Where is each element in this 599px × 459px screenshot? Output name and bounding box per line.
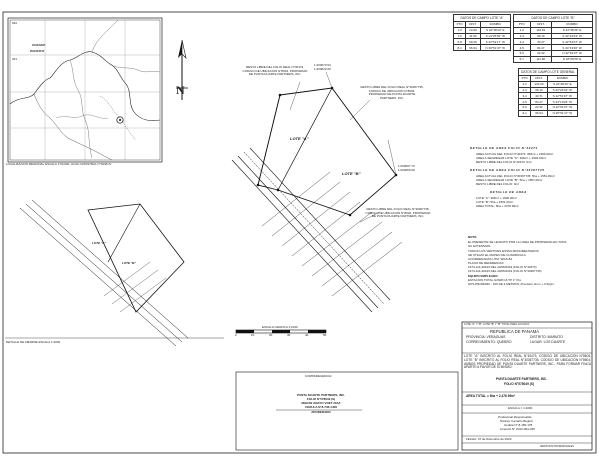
sheet-border <box>2 11 597 454</box>
signatory-line: APODERADO <box>311 410 331 414</box>
scale-tick: 50 <box>323 333 327 337</box>
scale-bar <box>235 329 327 334</box>
note-line: SE UTILIZO EL MAPEO DE CUADRICULA <box>468 253 526 257</box>
surveyor-line: Licencia N° 2013-094-039 <box>500 427 535 431</box>
lot-outline-general <box>257 87 397 216</box>
district-label: DISTRITO: MARIATO <box>530 335 563 339</box>
signatory-line: CEDULA N°8-736-1409 <box>305 405 337 409</box>
main-plan <box>231 71 403 313</box>
detail-caption: DETALLE DE AMARRE ESCALA 1:2000 <box>6 340 61 344</box>
note-line: ESTACION TOTAL GOWIN Z-TP 1" Pro. <box>468 278 522 282</box>
lot-a-label: LOTE "A" <box>290 136 309 141</box>
owner-name: PUNTA DUARTE PARTNERS, INC. <box>496 377 548 381</box>
notes-title: NOTA: <box>468 235 478 239</box>
lugar-label: LUGAR: LOS DUARTE <box>530 340 566 344</box>
scale-tick: 20 <box>269 333 273 337</box>
project-location-marker <box>116 116 124 124</box>
area-total-label: AREA TOTAL = 6ha + 2,476.99m² <box>466 394 516 398</box>
note-line: TODOS LOS VERTICES ESTAN MONUMENTADOS <box>468 249 539 253</box>
note-line: GPS PROMARK : 100 DE 3 METROS, Precision… <box>468 282 554 286</box>
surveyor-line: Profesional Responsable: <box>498 415 533 419</box>
north-arrow-icon <box>176 39 188 100</box>
signatory-line: PUNTA DUARTE PARTNERS, INC. <box>296 393 346 397</box>
province-label: PROVINCIA: VERAGUAS <box>466 335 506 339</box>
plan-date: FECHA: 07 de Diciembre de 2020 <box>466 437 512 441</box>
area-a-line: RESTO LIBRE DEL FOLIO N°40473: 0m² <box>476 160 532 164</box>
area-b-title: DETALLE DE AREA FOLIO N°30367735 <box>470 168 545 172</box>
neighbor-note: RESTO LIBRE DEL FOLIO REAL N°30367735, C… <box>360 85 424 100</box>
area-total-line: LOTE "A": 366m² + 1906.00m² <box>476 196 517 200</box>
owner-folio: FOLIO N°578049 (S) <box>504 382 534 386</box>
neighbor-note: RESTO LIBRE DEL FOLIO REAL N°30367735, C… <box>365 207 431 219</box>
neighbor-note: RESTO LIBRE DEL FOLIO REAL N°40473, CODI… <box>242 65 308 77</box>
inset-map-caption: LOCALIZACION REGIONAL ESCALA 1:50,000, H… <box>6 162 112 166</box>
title-block-top-line: LOTE "A" Y "B", LOTE "B" Y "B" TOTAL PAR… <box>464 323 530 326</box>
area-b-line: AREA A SEGREGAR LOTE "B": 5ha + 1551.00m… <box>476 178 543 182</box>
field-table-general-caption: DATOS DE CAMPO LOTE GENERAL <box>518 68 578 75</box>
scale-bar-label: ESCALA GRAFICA 1:1000 <box>262 325 298 329</box>
inset-map <box>7 17 163 163</box>
detail-amarre <box>5 199 224 347</box>
area-total-title: DETALLE DE AREA <box>490 190 527 194</box>
note-line: COORDENADAS UTM: WGS-84 <box>468 257 513 261</box>
detail-lot-a-label: LOTE "A" <box>92 241 106 245</box>
area-a-line: AREA ACTUAL DEL FOLIO N°40473: 366m² + 1… <box>476 152 554 156</box>
footer-label: SERVICIOS PROFESIONALES <box>540 445 574 448</box>
corregimiento-label: CORREGIMIENTO: QUEBRO <box>466 340 512 344</box>
note-line: PLANO DE REFERENCIA: <box>468 261 505 265</box>
comparecencia-label: COMPARECENCIA: <box>305 374 333 378</box>
inset-lat-label: 331 <box>12 57 18 61</box>
scale-tick: 0 <box>235 333 237 337</box>
note-line: SU EXTENSION. <box>468 244 492 248</box>
field-table-lot-a-caption: DATOS DE CAMPO LOTE "A" <box>453 14 511 21</box>
ocean-label: OCEANO <box>32 43 46 47</box>
area-total-line: AREA TOTAL: 6ha + 2476.99m² <box>476 204 519 208</box>
area-total-line: LOTE "B": 5ha + 1551.00m² <box>476 200 514 204</box>
scale-label: ESCALA = 1:1000 <box>508 406 533 410</box>
signatory-line: FOLIO N°578049 (S) <box>306 397 336 401</box>
note-line: 1974-114-32443 DEL 24/06/2019 (FOLIO N°3… <box>468 269 542 273</box>
coordinate-label: 1.000070.54 1.000022.00 <box>314 63 331 71</box>
detail-lot-b-label: LOTE "B" <box>122 261 136 265</box>
area-b-line: RESTO LIBRE DEL FOLIO: 0m² <box>476 182 520 186</box>
area-a-line: AREA A SEGREGAR LOTE "A": 366m² + 1906.0… <box>476 156 546 160</box>
note-line: EQUIPO EMPLEADO: <box>468 274 499 278</box>
title-block-frame <box>235 321 593 451</box>
area-a-title: DETALLE DE AREA FOLIO N°40473 <box>470 146 538 150</box>
note-line: EL PRESENTE SE LEVANTO POR LA LINEA DE P… <box>468 240 567 244</box>
scale-tick: 40 <box>305 333 309 337</box>
plan-description: LOTE "A" INSCRITO AL FOLIO REAL N°40473,… <box>464 354 591 370</box>
coordinate-label: 1.000097.73 1.000055.00 <box>398 164 415 172</box>
scale-tick: 30 <box>287 333 291 337</box>
ocean-label-2: PACIFICO <box>30 49 45 53</box>
lot-divider <box>277 87 333 191</box>
scale-tick: 10 <box>251 333 255 337</box>
surveyor-line: Nicanor Camaño Beglott <box>500 419 533 423</box>
north-label: N <box>176 83 185 97</box>
republic-label: REPUBLICA DE PANAMA <box>490 329 540 334</box>
note-line: 1974-114-30443 DEL 24/06/2019 (FOLIO N°4… <box>468 265 537 269</box>
inset-sheet-number: 932 <box>12 21 18 25</box>
surveyor-line: Cedula N° 8-165-178 <box>504 423 533 427</box>
area-b-line: AREA ACTUAL DEL FOLIO N°30367735: 5ha + … <box>476 174 555 178</box>
lot-b-label: LOTE "B" <box>342 171 361 176</box>
field-table-lot-b-caption: DATOS DE CAMPO LOTE "B" <box>513 14 593 21</box>
signatory-line: MIGUIN ANAYO VOET DIAZ <box>301 401 341 405</box>
